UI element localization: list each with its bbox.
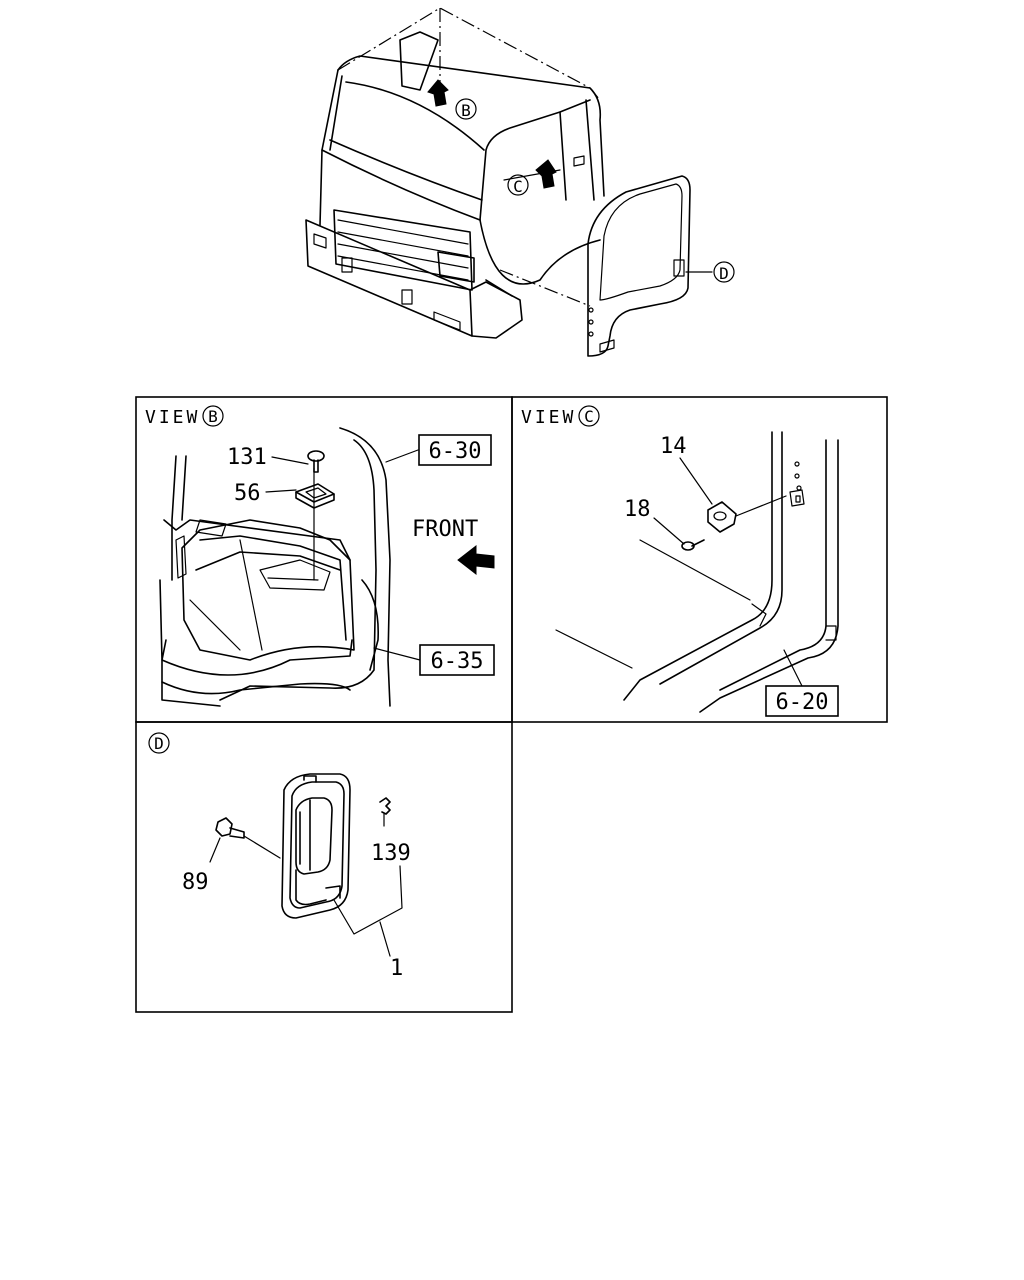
- svg-text:B: B: [208, 407, 218, 426]
- callout-c: C: [507, 174, 529, 196]
- svg-text:D: D: [719, 264, 729, 283]
- svg-text:VIEW: VIEW: [145, 407, 200, 428]
- part-label-56: 56: [234, 481, 261, 506]
- part-label-1: 1: [390, 956, 403, 981]
- part-label-131: 131: [227, 445, 267, 470]
- bracket-56-icon: [295, 483, 335, 509]
- part-label-89: 89: [182, 870, 209, 895]
- ref-box-6-30: 6-30: [418, 434, 492, 466]
- front-label: FRONT: [412, 517, 478, 542]
- ref-box-6-35: 6-35: [419, 644, 495, 676]
- view-d-title: D: [148, 732, 170, 754]
- ref-box-6-20: 6-20: [765, 685, 839, 717]
- cab-overview-illustration: [305, 7, 713, 357]
- svg-text:6-20: 6-20: [776, 690, 829, 715]
- callout-d: D: [713, 261, 735, 283]
- bolt-89-icon: [215, 817, 281, 859]
- svg-text:6-30: 6-30: [429, 439, 482, 464]
- svg-text:VIEW: VIEW: [521, 407, 576, 428]
- view-c-title: VIEW C: [521, 405, 600, 428]
- callout-b: B: [455, 98, 477, 120]
- view-d-panel: [135, 721, 513, 1013]
- roof-hatch-illustration: [159, 427, 391, 707]
- screw-18-icon: [681, 539, 705, 551]
- svg-text:C: C: [513, 177, 523, 196]
- striker-14-icon: [707, 495, 787, 533]
- svg-text:B: B: [461, 101, 471, 120]
- svg-text:6-35: 6-35: [431, 649, 484, 674]
- part-label-139: 139: [371, 841, 411, 866]
- door-handle-illustration: [281, 773, 351, 919]
- part-label-18: 18: [624, 497, 651, 522]
- view-c-panel: [511, 396, 888, 723]
- svg-text:C: C: [584, 407, 594, 426]
- leaders-view-b: [265, 449, 421, 661]
- front-arrow-icon: [457, 544, 495, 576]
- part-label-14: 14: [660, 434, 687, 459]
- svg-text:D: D: [154, 734, 164, 753]
- leaders-view-d: [209, 813, 403, 957]
- view-b-title: VIEW B: [145, 405, 224, 428]
- leaders-view-c: [653, 457, 803, 687]
- screw-131-icon: [307, 450, 325, 473]
- clip-139-icon: [379, 797, 391, 815]
- door-frame-illustration: [555, 431, 839, 713]
